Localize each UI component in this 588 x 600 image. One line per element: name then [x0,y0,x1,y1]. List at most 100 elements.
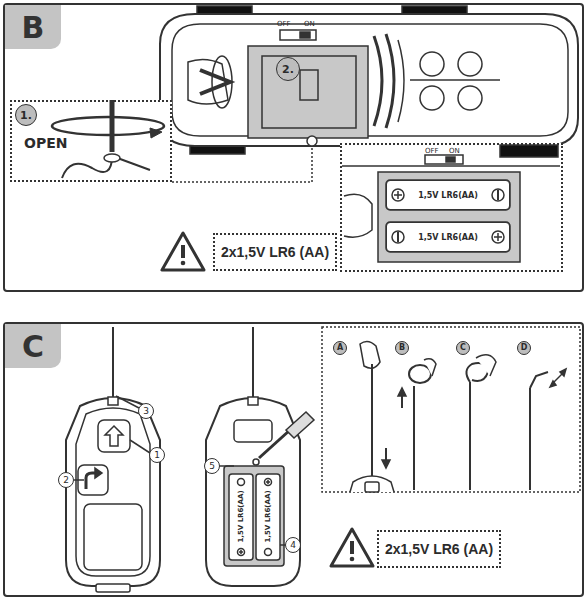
callout-circle: 3 [138,403,154,419]
step-marker: B [395,341,409,355]
remote-top [350,476,394,492]
car-motor [458,86,482,110]
remote-back [206,327,314,586]
arrow-head [560,369,566,376]
step-number: 2. [276,57,300,81]
arrow-head [382,460,390,468]
battery-cover [84,504,142,570]
arrow-head [550,381,556,387]
steps-frame [322,327,580,492]
warning-triangle [331,529,373,566]
steering-part [212,56,232,108]
remote-rim [76,408,150,576]
warning-box: 2x1,5V LR6 (AA) [213,233,337,271]
callout-circle: 4 [285,537,301,553]
car-rib [386,34,394,128]
arrow-head [398,388,406,396]
leader-line [130,440,150,453]
steering-arm [200,70,230,94]
callout-circle: 1 [149,447,165,463]
antenna [529,388,531,490]
battery-compartment [248,46,368,138]
plus-symbol [266,480,270,484]
screw [307,136,317,146]
compartment-rim [262,56,356,128]
warning-mark [350,557,355,562]
action-label: OPEN [24,135,67,151]
car-axle [410,79,500,81]
power-switch-knob [446,157,455,162]
car-motor [458,52,482,76]
step-letter: D [521,344,528,352]
screwdriver-shaft [259,430,290,458]
minus-symbol [397,232,399,242]
step-letter: B [399,344,405,352]
rotation-arrow [52,117,164,135]
car-body [160,14,578,146]
hand [360,341,380,368]
callout-number: 5 [209,462,215,471]
step-marker: C [456,341,470,355]
panel-frame: C 3 1 2 5 4 A B C D 2x1,5V LR6 (AA) [3,322,584,597]
inset-box: OPEN 1. [10,100,172,182]
inset-fill [10,100,172,182]
warning-icon [331,529,373,566]
car-rib [374,36,382,126]
car-rib [398,40,404,122]
callout-number: 2 [63,476,69,485]
battery-spec: 2x1,5V LR6 (AA) [385,541,493,557]
car-wheel [500,145,558,157]
remote-body [66,398,160,586]
antenna [469,382,471,490]
step-number: 1. [15,104,37,126]
screw-head [104,154,120,162]
antenna-loop [409,365,431,383]
compartment-detail [300,70,318,100]
step-number: 2. [282,63,294,76]
step-letter: A [337,344,343,352]
warning-triangle [162,233,204,270]
inset-fill [340,143,563,272]
arrow-symbol [105,426,123,446]
power-switch [425,155,463,164]
switch-label: ON [304,21,315,28]
plus-symbol [494,233,502,241]
steering-part [344,194,372,237]
antenna [413,386,415,490]
antenna-steps [322,327,580,492]
screwdriver [110,100,115,152]
leader-line [74,479,84,481]
switch-label: ON [449,148,460,155]
warning-icon [162,233,204,270]
plus-symbol [392,189,404,201]
step-marker: A [333,341,347,355]
power-switch [280,30,316,40]
battery-compartment [224,466,284,566]
switch-label: OFF [425,148,439,155]
callout-number: 3 [143,407,149,416]
arrow-head [95,468,102,478]
battery-label: 1,5V LR6(AA) [418,191,478,200]
leader-line [116,396,139,408]
panel-letter: C [5,324,61,368]
screwdriver-handle [286,412,314,438]
antenna [252,327,254,400]
minus-symbol [265,549,272,556]
minus-symbol [238,479,245,486]
antenna-tip [530,372,548,388]
battery-inset-art [340,143,563,272]
battery-cell: 1,5V LR6(AA) [386,180,510,210]
step-letter: C [460,344,466,352]
battery-cell-fill [386,180,510,210]
hand [476,355,496,376]
screw [253,459,259,465]
battery-cell-fill [386,222,510,252]
antenna-base [248,397,258,405]
antenna [112,327,114,400]
minus-symbol [392,231,404,243]
callout-circle: 5 [204,458,220,474]
warning-mark [350,541,354,554]
